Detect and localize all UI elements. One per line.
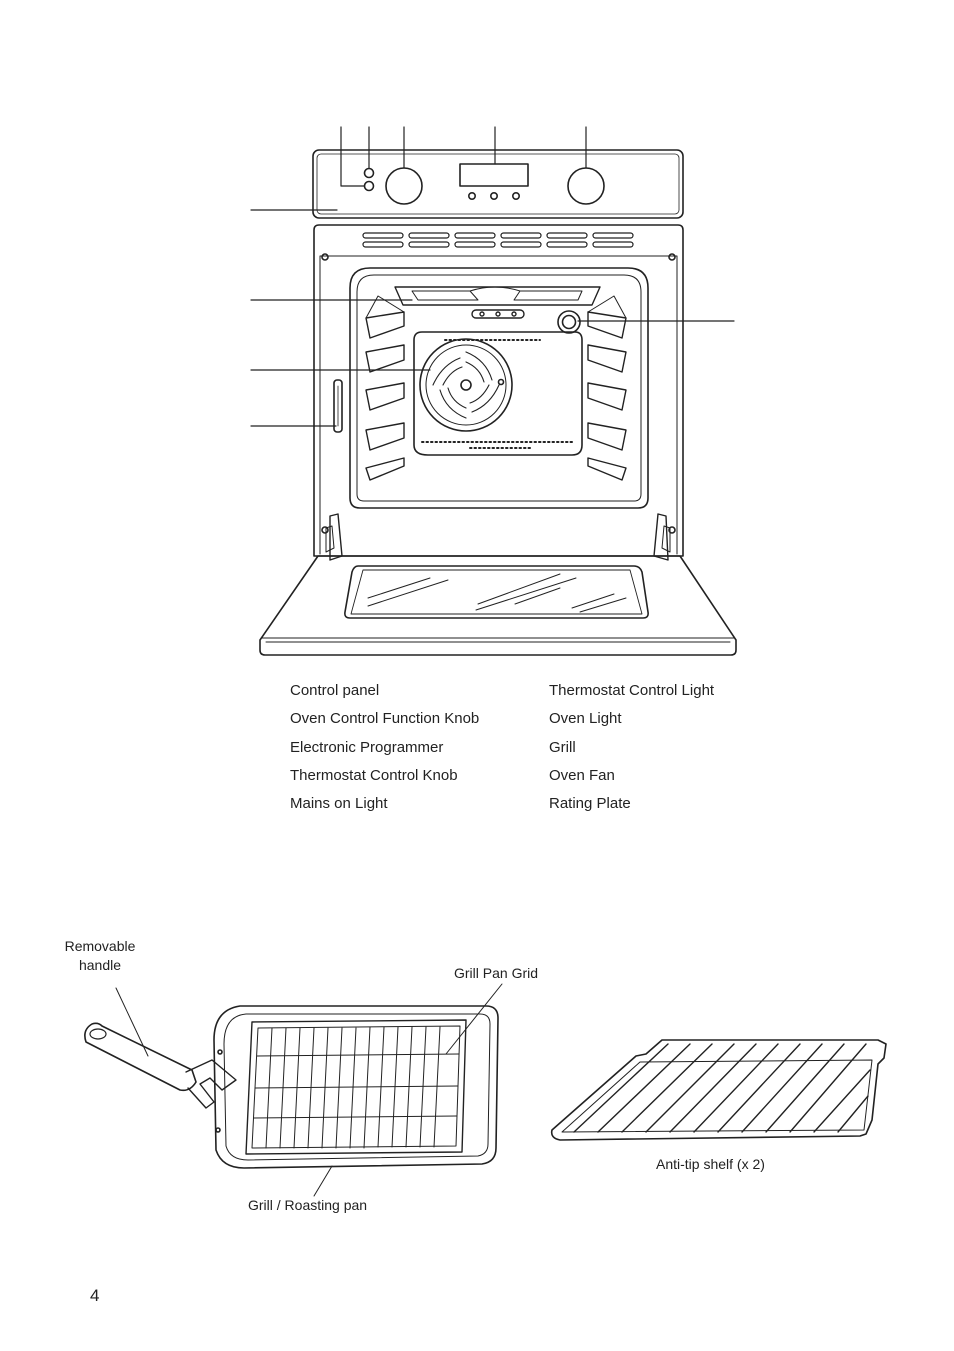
oven-fan-drawing [413, 331, 583, 456]
part-label-programmer: Electronic Programmer [290, 739, 444, 756]
roasting-pan-drawing [213, 983, 503, 1197]
part-label-thermostat-knob: Thermostat Control Knob [290, 767, 458, 784]
anti-tip-shelf-label: Anti-tip shelf (x 2) [656, 1156, 765, 1172]
removable-handle-label-line1: Removable [64, 938, 136, 954]
shelf-runners-left [365, 295, 405, 481]
part-label-rating-plate: Rating Plate [549, 795, 631, 812]
part-label-mains-light: Mains on Light [290, 795, 388, 812]
oven-door-drawing [259, 555, 737, 656]
leader-lines-top [340, 126, 587, 187]
part-label-oven-fan: Oven Fan [549, 767, 615, 784]
grill-element-drawing [394, 286, 601, 319]
page-number: 4 [90, 1286, 100, 1305]
removable-handle-label-line2: handle [78, 957, 122, 973]
rating-plate-drawing [333, 379, 343, 433]
part-label-function-knob: Oven Control Function Knob [290, 710, 480, 727]
part-label-oven-light: Oven Light [549, 710, 622, 727]
roasting-pan-label: Grill / Roasting pan [248, 1197, 368, 1213]
removable-handle-drawing [84, 987, 237, 1109]
oven-body-drawing [313, 224, 684, 557]
part-label-control-panel: Control panel [290, 682, 380, 699]
part-label-grill: Grill [549, 739, 576, 756]
oven-light-drawing [557, 310, 581, 334]
anti-tip-shelf-drawing [550, 1039, 887, 1141]
programmer-display-drawing [459, 163, 529, 187]
shelf-runners-right [587, 295, 627, 481]
part-label-thermostat-light: Thermostat Control Light [549, 682, 715, 699]
grill-pan-grid-label: Grill Pan Grid [454, 965, 539, 981]
vent-slots [362, 232, 634, 248]
